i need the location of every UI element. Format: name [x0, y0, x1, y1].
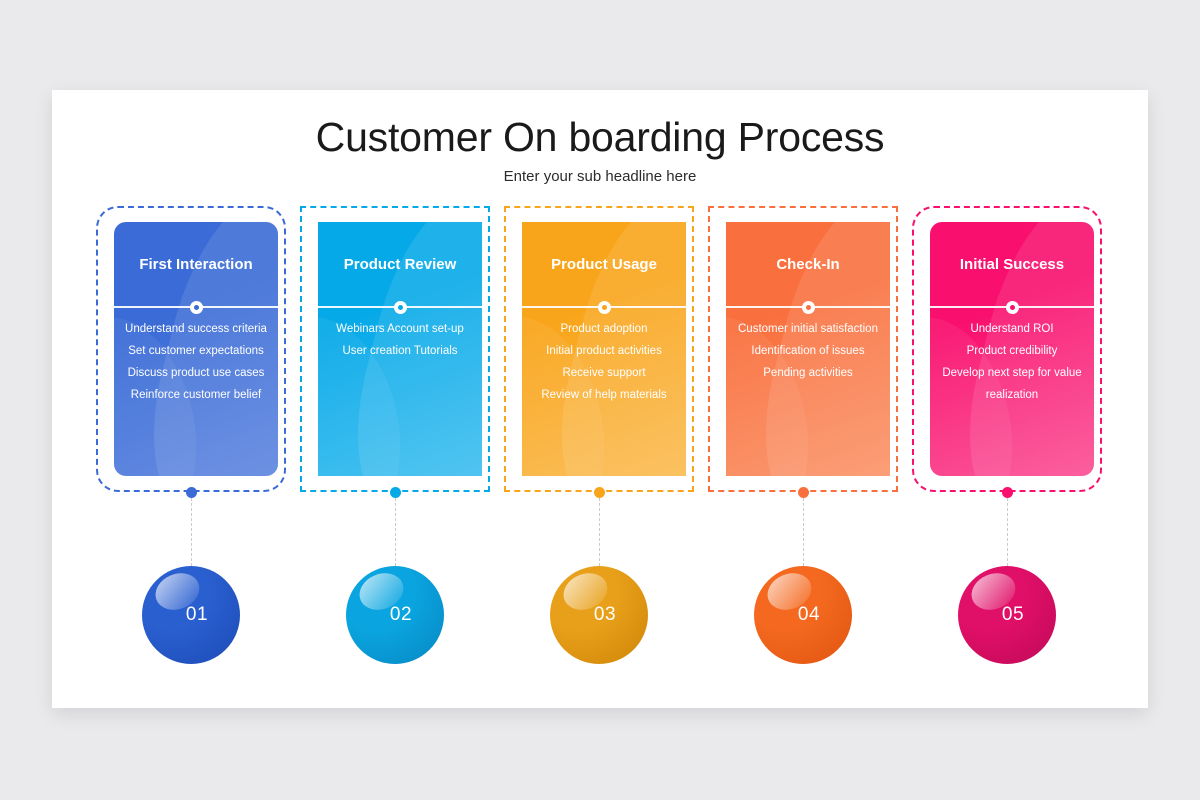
- step-number-label: 01: [185, 604, 209, 625]
- step-heading: Product Review: [343, 255, 457, 273]
- step-body-line: Product adoption: [560, 323, 648, 335]
- divider-ring-center: [397, 304, 403, 310]
- connector-line: [803, 498, 804, 576]
- step-body-line: Pending activities: [763, 367, 853, 379]
- slide-panel: Customer On boarding Process Enter your …: [52, 90, 1148, 708]
- step-number-sphere-05[interactable]: 05: [958, 566, 1056, 664]
- step-number-label: 02: [389, 604, 413, 625]
- step-heading: Initial Success: [959, 255, 1065, 273]
- connector-line: [395, 498, 396, 576]
- step-body: Webinars Account set-up User creation Tu…: [318, 318, 482, 362]
- divider-ring-icon: [801, 300, 815, 314]
- step-number-label: 03: [593, 604, 617, 625]
- page-subtitle: Enter your sub headline here: [503, 168, 697, 185]
- step-heading: Product Usage: [551, 255, 657, 273]
- step-number-label: 04: [797, 604, 821, 625]
- connector-line: [191, 498, 192, 576]
- connector-dot: [185, 486, 197, 498]
- step-number-sphere-01[interactable]: 01: [142, 566, 240, 664]
- step-body-line: Receive support: [562, 367, 646, 379]
- connector-dot: [389, 486, 401, 498]
- step-number-row: 01 02 03 04 05: [52, 566, 1148, 686]
- divider-ring-center: [1009, 304, 1015, 310]
- page-title: Customer On boarding Process: [315, 114, 885, 160]
- step-body-line: Review of help materials: [541, 389, 667, 401]
- step-body-line: Identification of issues: [751, 345, 865, 357]
- step-body-line: Customer initial satisfaction: [738, 323, 878, 335]
- step-number-label: 05: [1001, 604, 1025, 625]
- connector-dot: [1001, 486, 1013, 498]
- connector-dot: [797, 486, 809, 498]
- connector-line: [1007, 498, 1008, 576]
- step-number-sphere-03[interactable]: 03: [550, 566, 648, 664]
- step-body-line: Initial product activities: [546, 345, 662, 357]
- step-body-line: Reinforce customer belief: [130, 389, 262, 401]
- divider-ring-icon: [393, 300, 407, 314]
- step-body-line: Understand ROI: [970, 323, 1054, 335]
- step-heading: Check-In: [776, 255, 840, 273]
- step-body-line: Webinars Account set-up User creation Tu…: [336, 323, 464, 357]
- divider-ring-icon: [1005, 300, 1019, 314]
- divider-ring-icon: [189, 300, 203, 314]
- divider-ring-center: [193, 304, 199, 310]
- step-body-line: Product credibility: [966, 345, 1058, 357]
- step-number-sphere-02[interactable]: 02: [346, 566, 444, 664]
- divider-ring-center: [601, 304, 607, 310]
- step-heading: First Interaction: [139, 255, 253, 273]
- step-number-sphere-04[interactable]: 04: [754, 566, 852, 664]
- step-body-line: Understand success criteria: [125, 323, 267, 335]
- divider-ring-center: [805, 304, 811, 310]
- connector-dot: [593, 486, 605, 498]
- step-body-line: Discuss product use cases: [127, 367, 265, 379]
- step-body-line: Develop next step for value realization: [942, 367, 1082, 401]
- connector-line: [599, 498, 600, 576]
- step-body-line: Set customer expectations: [128, 345, 264, 357]
- divider-ring-icon: [597, 300, 611, 314]
